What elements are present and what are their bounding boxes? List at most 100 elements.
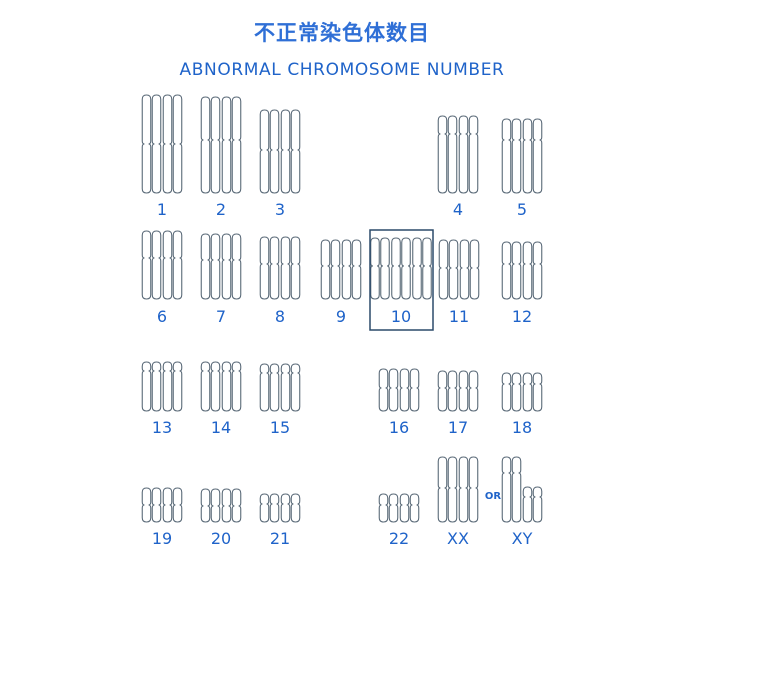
chromatid bbox=[290, 109, 301, 194]
chromatid bbox=[501, 372, 512, 412]
chromosome-label: 10 bbox=[391, 307, 411, 326]
chromatid bbox=[399, 368, 410, 412]
chromosome-label: 3 bbox=[275, 200, 285, 219]
chromosome-19: 19 bbox=[141, 487, 183, 548]
chromatid bbox=[468, 370, 479, 412]
chromatid bbox=[151, 487, 162, 523]
homolog-1 bbox=[370, 237, 390, 300]
chromatid bbox=[469, 239, 480, 300]
chromosome-label: 11 bbox=[449, 307, 469, 326]
chromosome-20: 20 bbox=[200, 488, 242, 548]
chromatid bbox=[269, 109, 280, 194]
homolog-2 bbox=[522, 118, 543, 194]
chromosome-xx: XX bbox=[437, 456, 479, 548]
diagram-title: 不正常染色体数目 bbox=[254, 21, 430, 45]
homolog-1 bbox=[200, 361, 221, 412]
chromatid bbox=[437, 456, 448, 523]
chromatid bbox=[437, 370, 448, 412]
chromosome-label: 14 bbox=[211, 418, 231, 437]
chromatid bbox=[422, 237, 432, 300]
chromosome-3: 3 bbox=[259, 109, 301, 219]
chromatid bbox=[532, 486, 543, 523]
homolog-1 bbox=[259, 493, 280, 523]
chromatid bbox=[141, 94, 152, 194]
chromatid bbox=[458, 456, 469, 523]
diagram-subtitle: ABNORMAL CHROMOSOME NUMBER bbox=[179, 60, 505, 80]
chromosome-11: 11 bbox=[438, 239, 480, 326]
chromatid bbox=[151, 230, 162, 300]
homolog-1 bbox=[437, 456, 458, 523]
chromosome-label: 2 bbox=[216, 200, 226, 219]
chromatid bbox=[259, 493, 270, 523]
chromatid bbox=[259, 236, 270, 300]
chromosome-16: 16 bbox=[378, 368, 420, 437]
chromatid bbox=[290, 493, 301, 523]
homolog-1 bbox=[501, 118, 522, 194]
chromosome-7: 7 bbox=[200, 233, 242, 326]
chromatid bbox=[269, 363, 280, 412]
chromatid bbox=[231, 488, 242, 523]
chromatid bbox=[269, 493, 280, 523]
homolog-1 bbox=[320, 239, 341, 300]
chromatid bbox=[458, 370, 469, 412]
chromatid bbox=[458, 115, 469, 194]
chromatid bbox=[259, 363, 270, 412]
chromatid bbox=[501, 118, 512, 194]
homolog-1 bbox=[437, 370, 458, 412]
chromosome-8: 8 bbox=[259, 236, 301, 326]
chromatid bbox=[399, 493, 410, 523]
chromatid bbox=[341, 239, 352, 300]
chromatid bbox=[200, 361, 211, 412]
y-chromosome bbox=[522, 486, 543, 523]
chromatid bbox=[459, 239, 470, 300]
homolog-2 bbox=[280, 236, 301, 300]
homolog-1 bbox=[141, 230, 162, 300]
chromatid bbox=[280, 493, 291, 523]
homolog-2 bbox=[221, 361, 242, 412]
chromosome-2: 2 bbox=[200, 96, 242, 219]
chromosome-6: 6 bbox=[141, 230, 183, 326]
homolog-2 bbox=[162, 487, 183, 523]
chromatid bbox=[511, 372, 522, 412]
chromatid bbox=[501, 456, 512, 523]
homolog-2 bbox=[459, 239, 480, 300]
chromatid bbox=[511, 456, 522, 523]
chromatid bbox=[447, 370, 458, 412]
chromatid bbox=[172, 487, 183, 523]
chromosome-4: 4 bbox=[437, 115, 479, 219]
homolog-2 bbox=[458, 370, 479, 412]
chromosome-label: 20 bbox=[211, 529, 231, 548]
chromatid bbox=[438, 239, 449, 300]
chromatid bbox=[200, 488, 211, 523]
chromosome-label: 21 bbox=[270, 529, 290, 548]
chromatid bbox=[522, 241, 533, 300]
chromatid bbox=[200, 96, 211, 194]
chromosome-label: 12 bbox=[512, 307, 532, 326]
chromatid bbox=[231, 233, 242, 300]
chromatid bbox=[409, 493, 420, 523]
homolog-2 bbox=[399, 493, 420, 523]
chromosome-5: 5 bbox=[501, 118, 543, 219]
homolog-1 bbox=[141, 361, 162, 412]
chromosome-label: 16 bbox=[389, 418, 409, 437]
chromosome-xy: XY bbox=[501, 456, 543, 548]
chromatid bbox=[221, 361, 232, 412]
chromosome-label: 8 bbox=[275, 307, 285, 326]
chromatid bbox=[141, 487, 152, 523]
chromatid bbox=[221, 96, 232, 194]
chromatid bbox=[380, 237, 390, 300]
chromosome-label: 4 bbox=[453, 200, 463, 219]
chromatid bbox=[532, 372, 543, 412]
chromatid bbox=[522, 118, 533, 194]
chromosome-13: 13 bbox=[141, 361, 183, 437]
chromatid bbox=[388, 493, 399, 523]
chromatid bbox=[447, 115, 458, 194]
chromatid bbox=[511, 241, 522, 300]
chromosome-label: 13 bbox=[152, 418, 172, 437]
chromosome-14: 14 bbox=[200, 361, 242, 437]
homolog-1 bbox=[438, 239, 459, 300]
chromatid bbox=[448, 239, 459, 300]
homolog-1 bbox=[141, 94, 162, 194]
chromosome-label: 1 bbox=[157, 200, 167, 219]
chromatid bbox=[269, 236, 280, 300]
